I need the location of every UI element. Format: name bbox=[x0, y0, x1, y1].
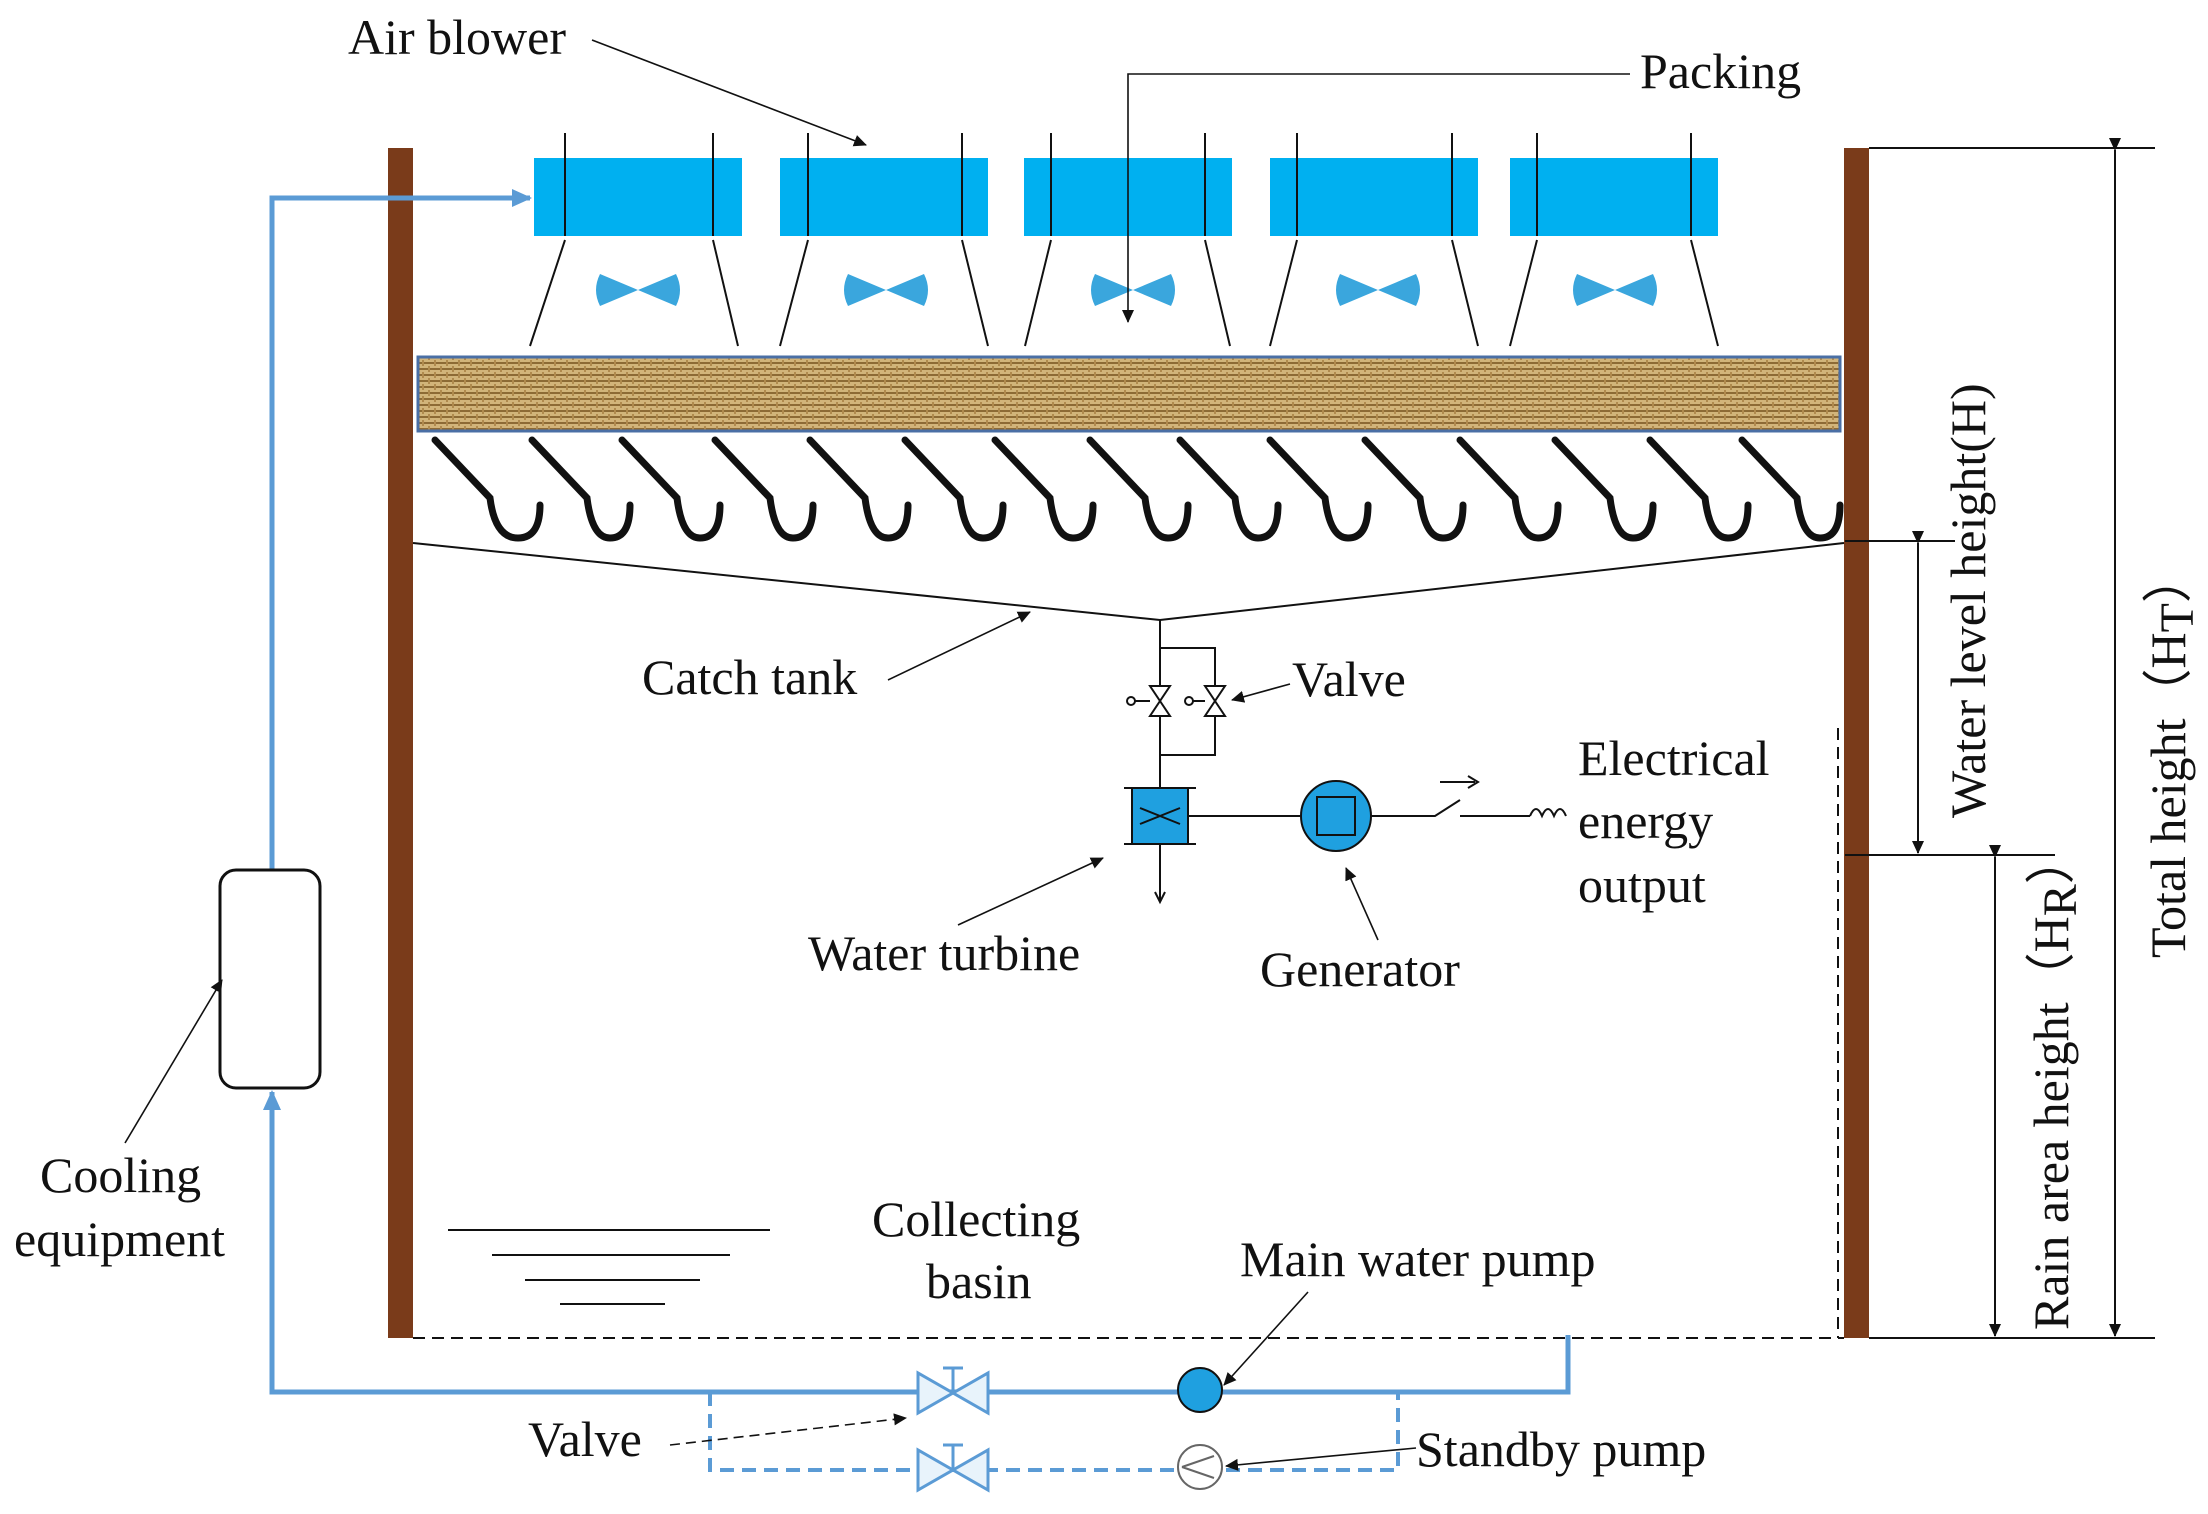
label-generator: Generator bbox=[1260, 941, 1460, 997]
label-water-level: Water level height(H) bbox=[1940, 383, 1996, 818]
fan-icon bbox=[1573, 274, 1657, 306]
collecting-basin bbox=[413, 728, 1844, 1339]
label-electrical-1: Electrical bbox=[1578, 730, 1770, 786]
air-blowers bbox=[529, 133, 1719, 347]
blower-box-5 bbox=[1510, 158, 1718, 236]
main-pump-icon bbox=[1177, 1367, 1223, 1413]
label-collecting-1: Collecting bbox=[872, 1191, 1080, 1247]
leader-lines bbox=[124, 39, 1630, 1471]
valve-icon bbox=[1148, 685, 1172, 717]
label-valve-top: Valve bbox=[1292, 651, 1406, 707]
label-main-pump: Main water pump bbox=[1240, 1231, 1595, 1287]
cooling-equipment bbox=[218, 868, 322, 1090]
blower-box-2 bbox=[780, 158, 988, 236]
dimension-lines bbox=[1845, 138, 2155, 1339]
label-total-height: Total height（HT） bbox=[2140, 553, 2204, 958]
label-catch-tank: Catch tank bbox=[642, 649, 857, 705]
label-electrical-3: output bbox=[1578, 857, 1706, 913]
fan-icon bbox=[1091, 274, 1175, 306]
label-air-blower: Air blower bbox=[348, 9, 566, 65]
label-cooling-1: Cooling bbox=[40, 1147, 201, 1203]
label-standby-pump: Standby pump bbox=[1416, 1421, 1706, 1477]
label-rain-area: Rain area height（HR） bbox=[2023, 834, 2087, 1330]
right-wall bbox=[1844, 148, 1869, 1338]
generator-icon bbox=[1300, 780, 1372, 852]
label-electrical-2: energy bbox=[1578, 793, 1713, 849]
label-packing: Packing bbox=[1640, 43, 1801, 99]
label-cooling-2: equipment bbox=[14, 1211, 225, 1267]
label-water-turbine: Water turbine bbox=[808, 925, 1080, 981]
fan-icon bbox=[596, 274, 680, 306]
left-wall bbox=[388, 148, 413, 1338]
blower-box-1 bbox=[534, 158, 742, 236]
catch-tank bbox=[412, 542, 1845, 622]
distributor-hooks bbox=[431, 436, 1844, 542]
label-collecting-2: basin bbox=[926, 1253, 1032, 1309]
turbine-assembly bbox=[1124, 620, 1567, 905]
label-valve-bottom: Valve bbox=[528, 1411, 642, 1467]
packing-layer bbox=[416, 355, 1842, 433]
pump-group bbox=[708, 1366, 1400, 1493]
fan-icon bbox=[1336, 274, 1420, 306]
fan-icon bbox=[844, 274, 928, 306]
valve-icon bbox=[1203, 685, 1227, 717]
blower-box-4 bbox=[1270, 158, 1478, 236]
